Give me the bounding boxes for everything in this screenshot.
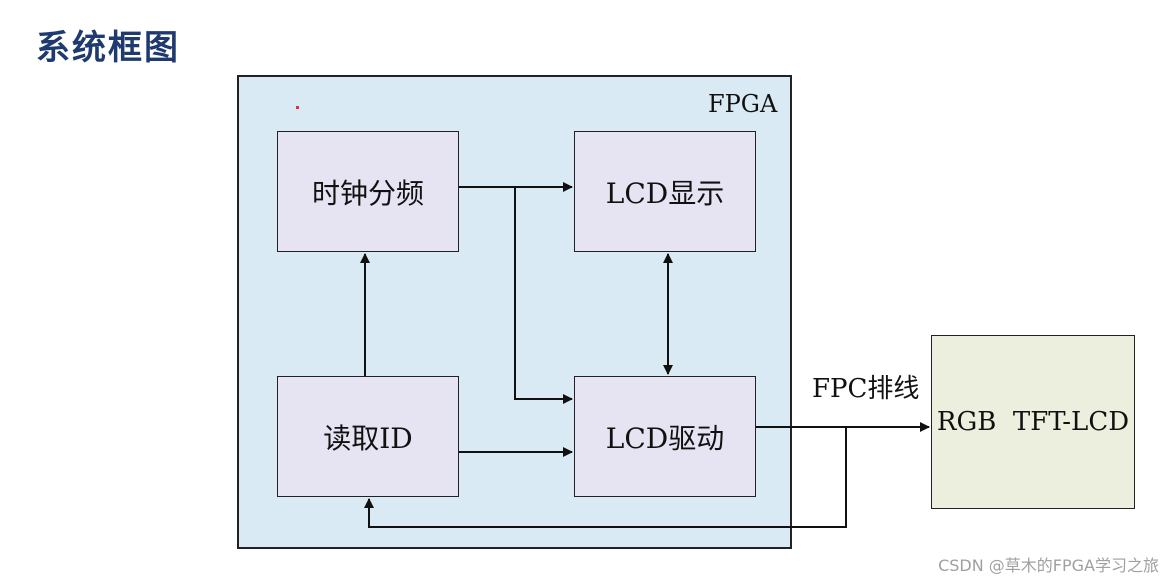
fpga-label: FPGA — [708, 90, 778, 118]
wire-feedback-to-readid — [364, 427, 847, 528]
read-id-block: 读取ID — [277, 376, 459, 497]
lcd-display-label: LCD显示 — [605, 176, 725, 210]
rgb-tft-lcd-panel: RGB TFT-LCD — [931, 335, 1135, 509]
lcd-display-block: LCD显示 — [574, 131, 756, 252]
csdn-watermark: CSDN @草木的FPGA学习之旅 — [938, 556, 1159, 575]
lcd-driver-block: LCD驱动 — [574, 376, 756, 497]
fpc-cable-label: FPC排线 — [812, 374, 920, 404]
rgb-tft-lcd-label: RGB TFT-LCD — [936, 407, 1130, 437]
red-dot-mark — [296, 106, 299, 109]
lcd-driver-label: LCD驱动 — [605, 421, 725, 455]
page-title: 系统框图 — [36, 28, 180, 68]
wire-clock-to-driver — [514, 187, 573, 404]
clock-divider-label: 时钟分频 — [311, 176, 424, 210]
read-id-label: 读取ID — [323, 421, 413, 455]
clock-divider-block: 时钟分频 — [277, 131, 459, 252]
